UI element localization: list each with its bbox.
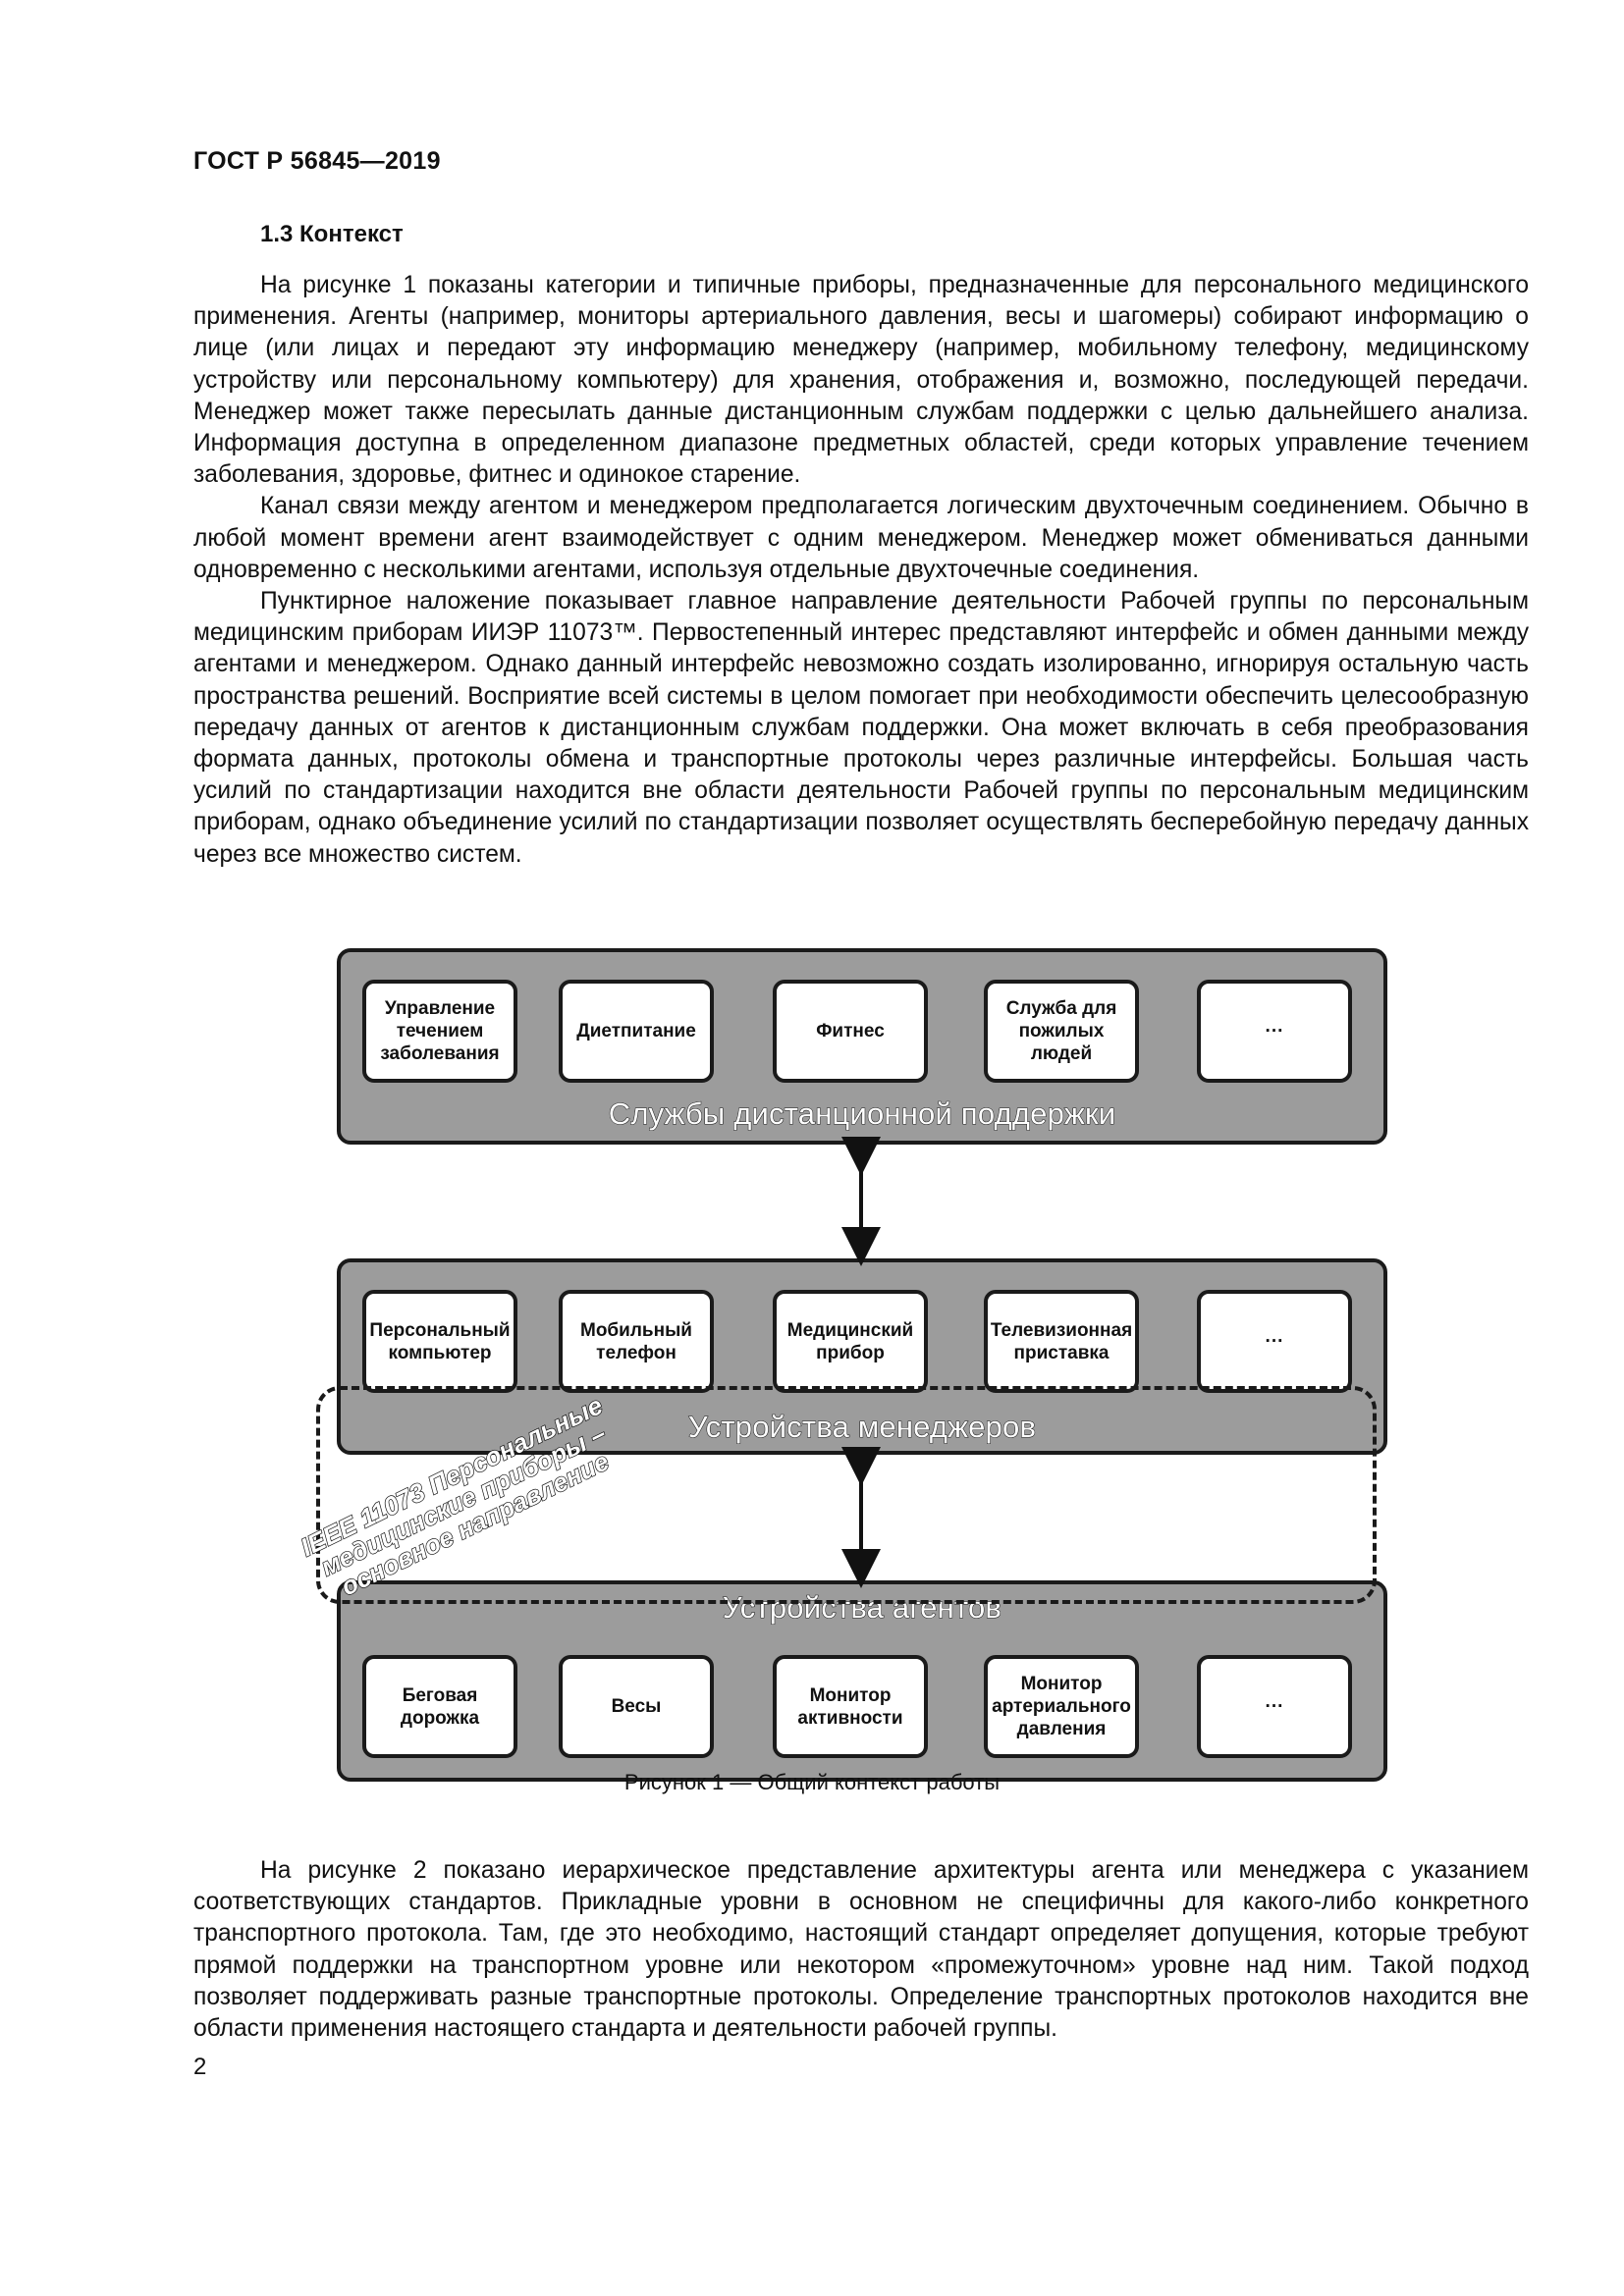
paragraph: Канал связи между агентом и менеджером п…	[193, 493, 1529, 583]
manager-tile: Мобильный телефон	[559, 1290, 714, 1393]
document-code: ГОСТ Р 56845—2019	[193, 147, 441, 175]
agents-panel-label: Устройства агентов	[722, 1589, 1002, 1625]
agents-panel: Устройства агентов Беговая дорожка Весы …	[337, 1580, 1387, 1782]
agent-tile: Монитор артериального давления	[984, 1655, 1139, 1758]
service-tile: Фитнес	[773, 980, 928, 1083]
figure-caption: Рисунок 1 — Общий контекст работы	[623, 1770, 1001, 1794]
service-tile: Управление течением заболевания	[362, 980, 517, 1083]
paragraph: На рисунке 2 показано иерархическое пред…	[193, 1857, 1529, 2043]
body-text-top: На рисунке 1 показаны категории и типичн…	[193, 270, 1529, 871]
ellipsis-tile: ···	[1197, 1655, 1352, 1758]
agent-tile: Весы	[559, 1655, 714, 1758]
body-text-bottom: На рисунке 2 показано иерархическое пред…	[193, 1855, 1529, 2045]
manager-tile: Медицинский прибор	[773, 1290, 928, 1393]
ellipsis-tile: ···	[1197, 980, 1352, 1083]
agent-tile: Монитор активности	[773, 1655, 928, 1758]
paragraph: Пунктирное наложение показывает главное …	[193, 588, 1529, 868]
service-tile: Служба для пожилых людей	[984, 980, 1139, 1083]
focus-area-outline	[316, 1386, 1377, 1604]
page-number: 2	[193, 2054, 207, 2080]
services-panel: Управление течением заболевания Диетпита…	[337, 948, 1387, 1145]
service-tile: Диетпитание	[559, 980, 714, 1083]
manager-tile: Персональный компьютер	[362, 1290, 517, 1393]
ellipsis-tile: ···	[1197, 1290, 1352, 1393]
manager-tile: Телевизионная приставка	[984, 1290, 1139, 1393]
managers-panel-label: Устройства менеджеров	[687, 1409, 1037, 1444]
managers-panel: Персональный компьютер Мобильный телефон…	[337, 1258, 1387, 1455]
section-title: 1.3 Контекст	[260, 221, 404, 247]
paragraph: На рисунке 1 показаны категории и типичн…	[193, 272, 1529, 489]
agent-tile: Беговая дорожка	[362, 1655, 517, 1758]
services-panel-label: Службы дистанционной поддержки	[608, 1095, 1116, 1131]
